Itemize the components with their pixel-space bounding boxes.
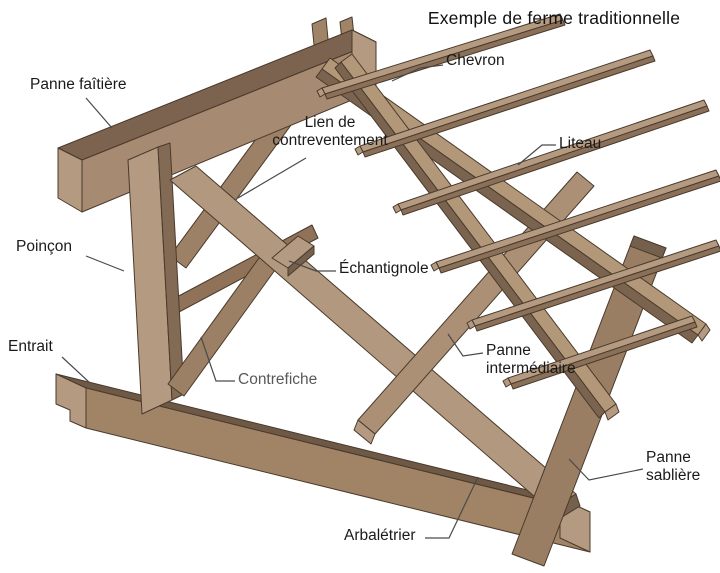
leader-poincon [85, 255, 125, 272]
label-poincon: Poinçon [16, 238, 73, 255]
label-arbaletrier: Arbalétrier [344, 527, 416, 544]
label-contrefiche: Contrefiche [238, 371, 318, 388]
label-entrait: Entrait [8, 338, 53, 355]
leader-chevron [391, 64, 444, 82]
leader-contrefiche [200, 336, 235, 382]
chevron-far-shape [334, 53, 620, 421]
leader-panne-faitiere [85, 97, 113, 129]
label-echantignole: Échantignole [339, 260, 429, 277]
label-liteau: Liteau [559, 135, 602, 152]
diagram-title: Exemple de ferme traditionnelle [427, 8, 681, 28]
poincon-shape [127, 142, 185, 415]
leader-arbaletrier [425, 476, 479, 539]
leader-echantignole [288, 260, 336, 272]
leader-panne-sabliere [568, 458, 644, 481]
label-panne-intermediaire: Panne intermédiaire [486, 342, 576, 377]
label-lien-de-contreventement: Lien de contreventement [272, 114, 388, 149]
label-panne-sabliere: Panne sablière [646, 449, 701, 484]
echantignole-shape [271, 235, 315, 277]
panne-intermediaire-shape [353, 171, 595, 445]
leader-liteau [517, 144, 556, 166]
label-chevron: Chevron [446, 52, 505, 69]
label-panne-faitiere: Panne faîtière [30, 76, 127, 93]
leader-panne-intermediaire [447, 333, 484, 357]
leader-entrait [61, 356, 91, 384]
entrait-shape [55, 373, 591, 553]
leader-lines [61, 64, 644, 539]
liteaux-shape [316, 13, 720, 390]
leader-lien-de-contreventement [237, 157, 307, 199]
